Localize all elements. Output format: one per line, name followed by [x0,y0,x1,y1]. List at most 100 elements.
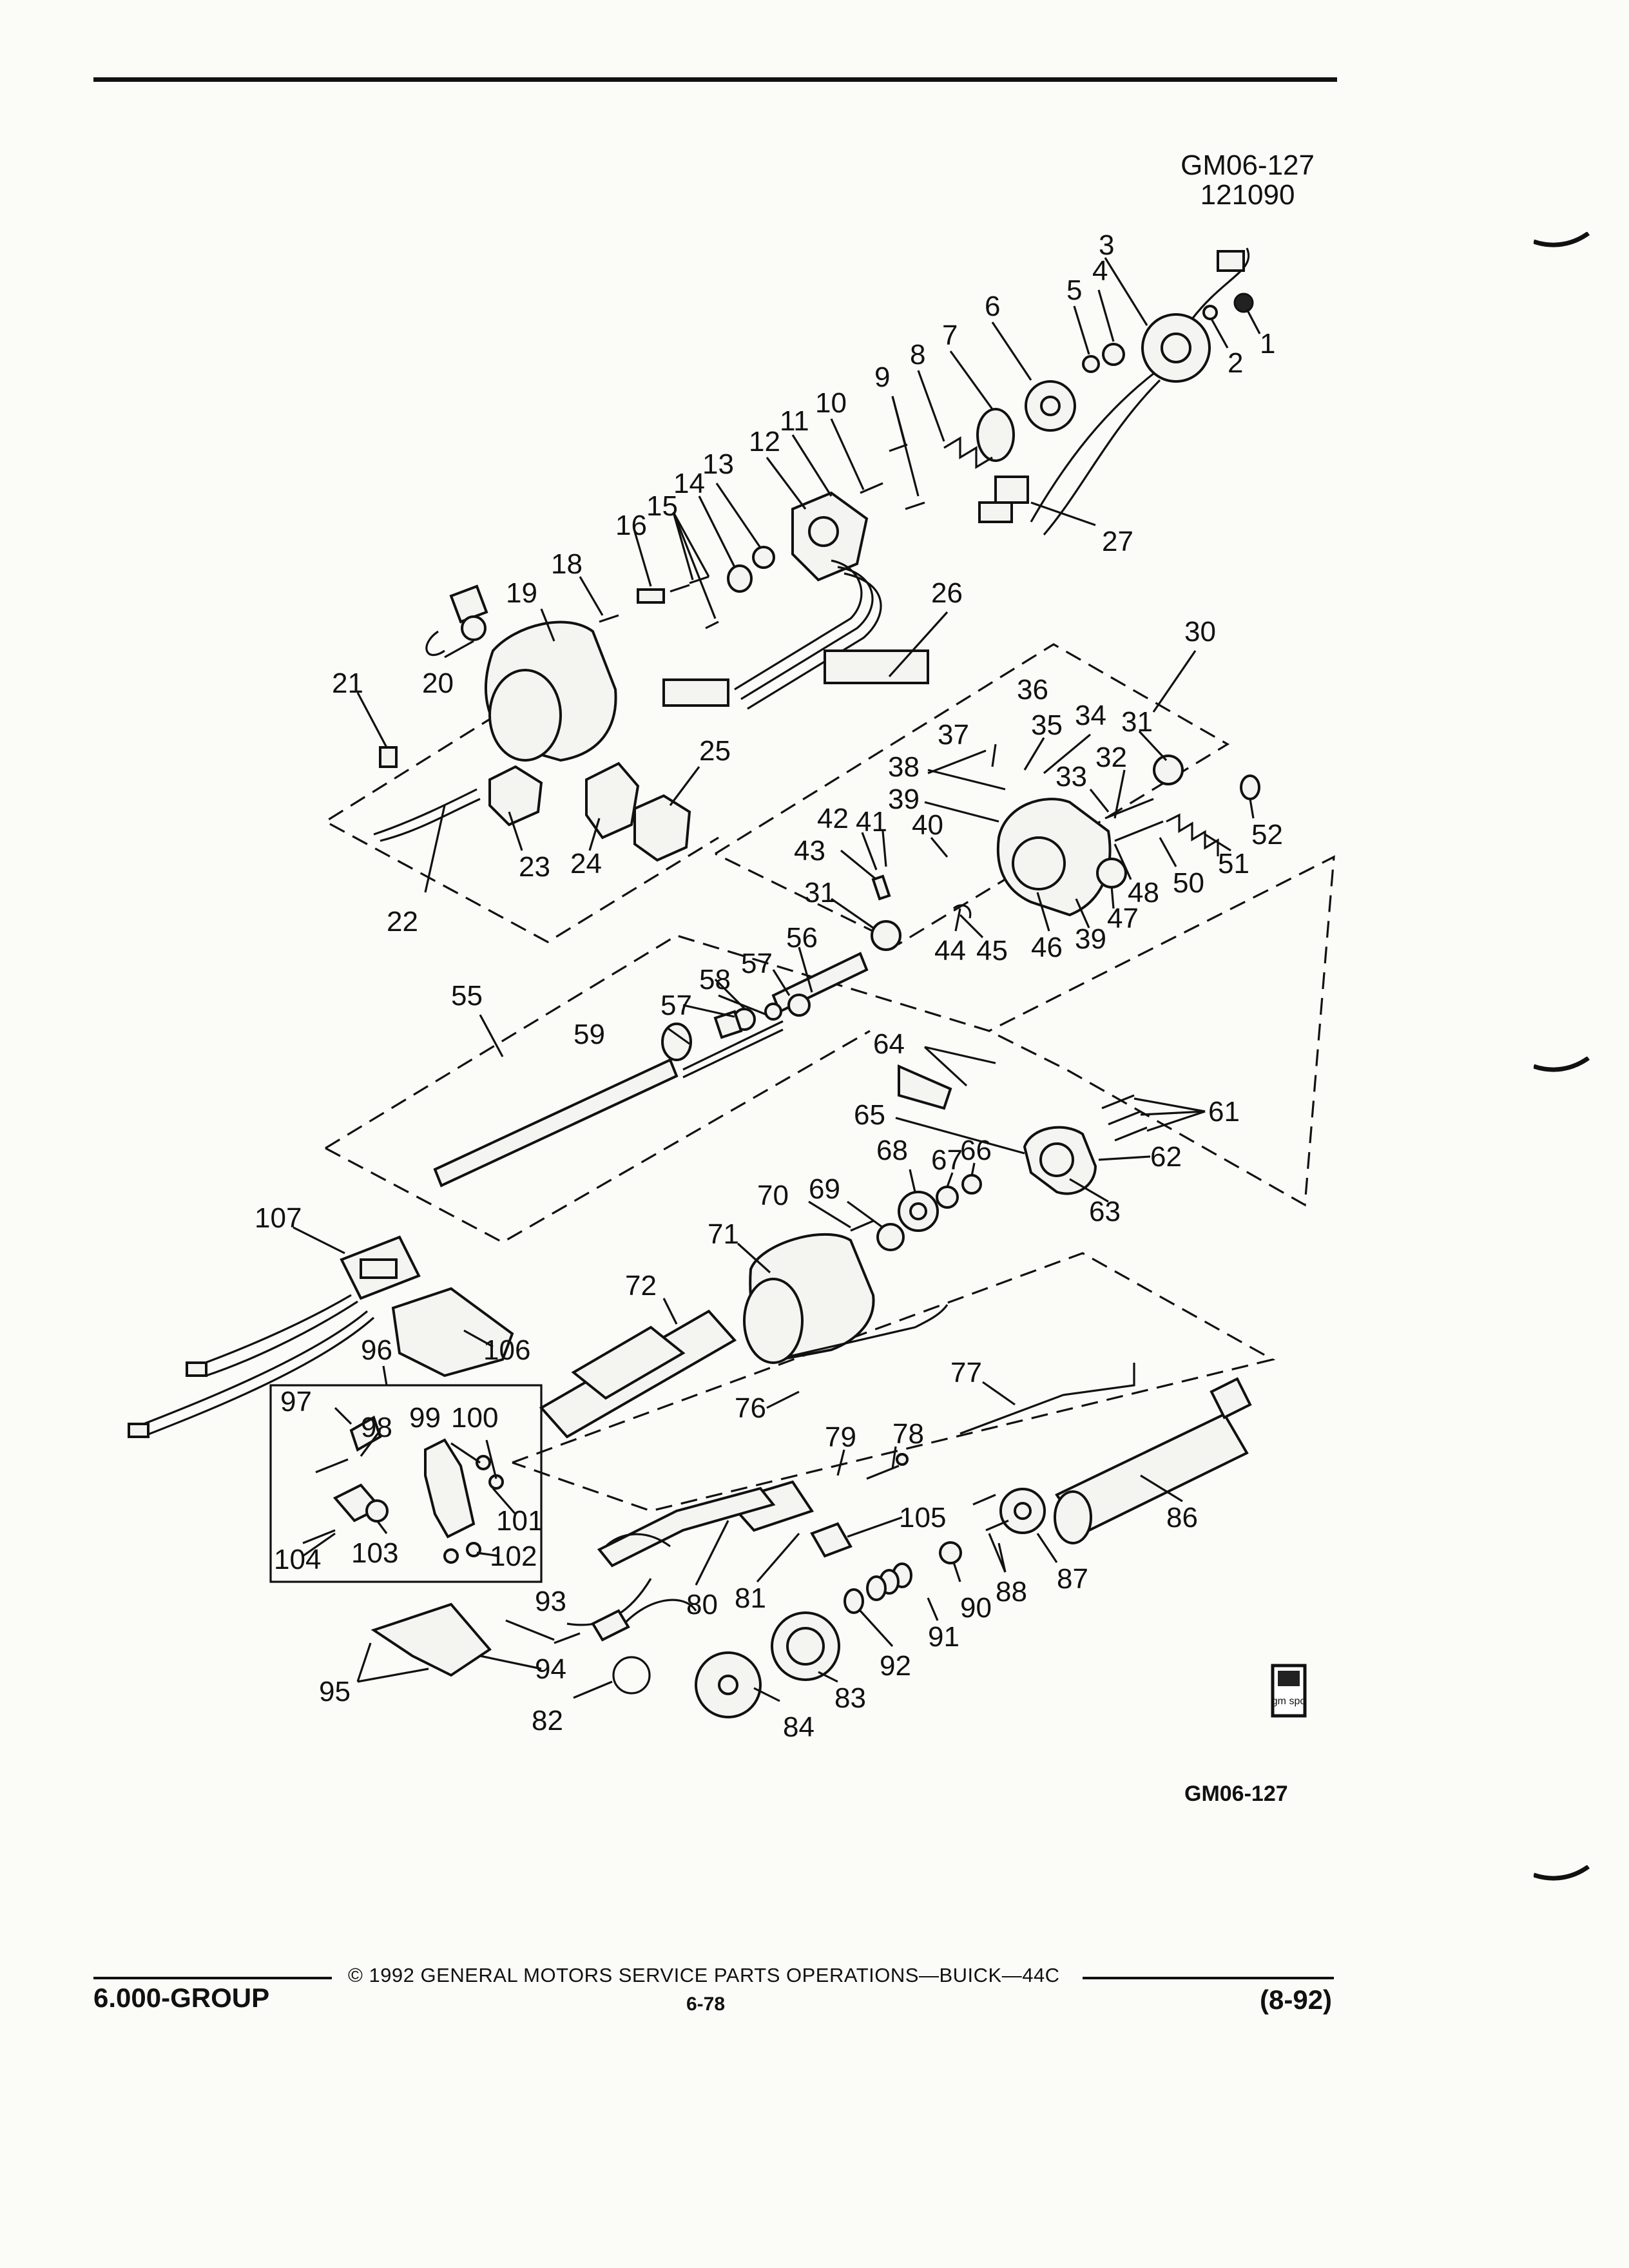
callout-13: 13 [702,448,734,480]
callout-91: 91 [928,1621,959,1653]
callout-52: 52 [1251,819,1283,850]
callout-72: 72 [625,1270,657,1302]
callout-10: 10 [815,387,847,419]
edge-mark [1532,231,1592,251]
callout-labels: 1 2 3 4 5 6 7 8 9 10 11 12 13 14 15 16 1… [255,229,1283,1743]
callout-15: 15 [646,490,678,522]
callout-106: 106 [483,1334,530,1366]
callout-102: 102 [490,1541,537,1572]
callout-97: 97 [280,1386,312,1418]
callout-3: 3 [1099,229,1114,261]
callout-98: 98 [361,1412,392,1443]
callout-38: 38 [888,751,920,783]
gm-spo-logo: gm spo [1271,1664,1307,1718]
callout-26: 26 [931,577,963,609]
callout-39b: 39 [1075,923,1106,955]
callout-42: 42 [817,803,849,834]
footer-rule-left [93,1977,332,1979]
callout-61: 61 [1208,1096,1240,1128]
callout-37: 37 [938,719,969,751]
callout-9: 9 [874,361,890,393]
parts-1-3 [1030,247,1254,536]
callout-96: 96 [361,1334,392,1366]
leader-lines [293,257,1261,1702]
logo-text: gm spo [1272,1696,1306,1707]
callout-32: 32 [1095,742,1127,773]
top-rule [93,77,1337,82]
callout-51: 51 [1218,848,1249,879]
callout-1: 1 [1260,328,1275,360]
group-outline-30 [715,643,1230,945]
group-box-96 [269,1384,543,1583]
parts-71-72 [539,1233,949,1439]
callout-69: 69 [809,1173,840,1205]
callout-11: 11 [780,405,809,437]
callout-33: 33 [1055,761,1087,793]
callout-39a: 39 [888,783,920,815]
callout-47: 47 [1107,903,1139,934]
callout-31a: 31 [1121,706,1153,738]
callout-46: 46 [1031,932,1063,963]
footer-rule-right [1083,1977,1334,1979]
page-number: 6-78 [686,1994,726,2015]
parts-30-52 [871,749,1260,951]
callout-83: 83 [834,1682,866,1714]
callout-90: 90 [960,1592,992,1624]
group-outline-72 [512,1252,1276,1512]
callout-78: 78 [892,1418,924,1450]
callout-5: 5 [1066,274,1082,306]
callout-107: 107 [255,1202,302,1234]
callout-68: 68 [876,1135,908,1166]
callout-65: 65 [854,1099,885,1131]
callout-93: 93 [535,1586,566,1617]
callout-44: 44 [934,935,966,966]
callout-12: 12 [749,426,780,457]
callout-58: 58 [699,964,731,995]
copyright: © 1992 GENERAL MOTORS SERVICE PARTS OPER… [348,1964,1060,1986]
callout-67: 67 [931,1144,963,1176]
figure-number: 121090 [1200,179,1295,211]
callout-8: 8 [910,339,925,370]
callout-92: 92 [880,1650,911,1682]
callout-62: 62 [1150,1141,1182,1173]
callout-59: 59 [574,1019,605,1050]
parts-9-16 [637,443,925,710]
callout-23: 23 [519,851,550,883]
callout-14: 14 [673,468,705,499]
group-number: 6.000-GROUP [93,1983,270,2013]
group-outline-55 [325,855,1335,1244]
callout-16: 16 [615,510,647,541]
callout-4: 4 [1092,255,1108,287]
callout-19: 19 [506,577,537,609]
parts-4-8 [943,343,1125,523]
callout-18: 18 [551,548,583,580]
callout-86: 86 [1166,1502,1198,1533]
callout-101: 101 [496,1505,543,1537]
figure-code-header: GM06-127 121090 [1181,151,1315,210]
callout-87: 87 [1057,1563,1088,1595]
callout-24: 24 [570,848,602,879]
callout-56: 56 [786,922,818,954]
revision-date: (8-92) [1260,1984,1333,2015]
callout-84: 84 [783,1711,815,1743]
callout-30: 30 [1184,616,1216,648]
figure-code-bottom: GM06-127 [1184,1782,1288,1806]
callout-99: 99 [409,1402,441,1434]
callout-22: 22 [387,906,418,937]
callout-63: 63 [1089,1196,1121,1227]
callout-21: 21 [332,668,363,699]
callout-57b: 57 [660,990,692,1021]
callout-43: 43 [794,835,825,867]
parts-18-21 [379,584,619,768]
callout-36: 36 [1017,674,1048,706]
parts-76-88 [695,1363,1252,1718]
parts-96-107 [128,1235,514,1564]
callout-80: 80 [686,1589,718,1620]
edge-mark [1532,1056,1592,1076]
callout-35: 35 [1031,709,1063,741]
callout-57a: 57 [741,948,773,979]
callout-70: 70 [757,1180,789,1211]
callout-64: 64 [873,1028,905,1060]
callout-77: 77 [950,1357,982,1389]
